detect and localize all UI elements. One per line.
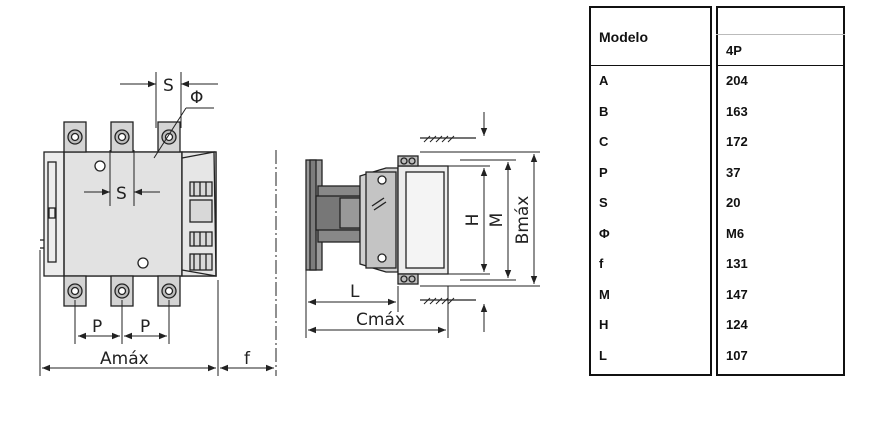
table-row-key: M (599, 286, 610, 302)
header-model: Modelo (599, 29, 648, 45)
label-s-top: S (163, 76, 174, 96)
table-row-key: S (599, 195, 608, 210)
label-p-left: P (92, 317, 102, 337)
label-s-inner: S (116, 184, 127, 204)
table-row-value: 172 (726, 134, 748, 149)
table-row-value: 107 (726, 347, 748, 363)
front-dimensions (39, 72, 277, 376)
table-key-column (589, 6, 712, 376)
table-row-value: 37 (726, 164, 741, 180)
table-row-key: P (599, 164, 608, 180)
side-view (305, 135, 476, 305)
table-row-value: M6 (726, 225, 745, 241)
label-phi: Φ (190, 88, 203, 108)
table-row-value: 20 (726, 195, 741, 210)
table-row-key: f (599, 256, 604, 271)
table-row-value: 131 (726, 256, 748, 271)
table-row-key: B (599, 103, 609, 119)
contactor-dimension-drawing: S Φ S P P Amáx f (39, 72, 540, 376)
label-h: H (463, 214, 483, 227)
table-row-key: C (599, 134, 609, 149)
table-row-value: 147 (726, 286, 748, 302)
table-row-key: H (599, 317, 609, 332)
table-row-key: L (599, 347, 607, 363)
label-f: f (244, 349, 251, 369)
table-row-value: 163 (726, 103, 748, 119)
side-dimensions (305, 112, 540, 338)
table-value-column (716, 6, 845, 376)
front-view (40, 121, 217, 307)
label-l: L (350, 282, 360, 302)
table-row-value: 124 (726, 317, 748, 332)
label-m: M (487, 213, 507, 228)
label-bmax: Bmáx (513, 196, 533, 245)
top-terminals (63, 121, 181, 153)
table-row-value: 204 (726, 73, 748, 88)
table-row-key: A (599, 73, 609, 88)
label-p-right: P (140, 317, 150, 337)
label-amax: Amáx (100, 349, 149, 369)
label-cmax: Cmáx (356, 310, 405, 330)
header-variant: 4P (726, 43, 742, 58)
table-row-key: Φ (599, 225, 610, 241)
bottom-terminals (63, 275, 181, 307)
